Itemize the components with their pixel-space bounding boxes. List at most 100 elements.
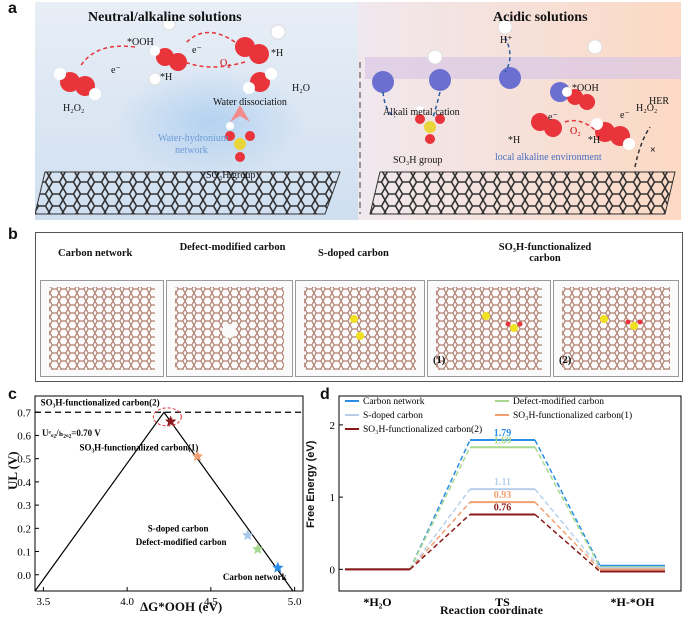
c-point-label: S-doped carbon bbox=[148, 523, 209, 533]
right-o2-label: O₂ bbox=[570, 126, 581, 137]
right-h2o2-molecule bbox=[591, 118, 635, 150]
left-so3h-label: SO₃H group bbox=[206, 170, 256, 181]
d-plot-frame bbox=[338, 395, 682, 592]
d-connector-down bbox=[534, 446, 601, 568]
right-o2-molecule bbox=[531, 113, 562, 137]
left-h2o2-molecule bbox=[54, 68, 101, 100]
d-ts-value: 1.11 bbox=[494, 477, 511, 488]
panel-c-letter: c bbox=[8, 386, 17, 403]
panel-b-letter: b bbox=[8, 226, 18, 243]
c-plot-frame bbox=[34, 395, 304, 592]
d-xtick-label: TS bbox=[495, 595, 510, 609]
c-xtick-label: 3.5 bbox=[37, 596, 51, 608]
c-point-star bbox=[191, 450, 204, 462]
d-ylabel: Free Energy (eV) bbox=[305, 440, 317, 528]
left-arrow-3 bbox=[184, 61, 246, 68]
b-title-defect: Defect-modified carbon bbox=[179, 242, 286, 253]
d-connector-up bbox=[409, 488, 471, 570]
c-point-star bbox=[242, 529, 254, 541]
panel-a-illustration bbox=[35, 2, 681, 220]
b-title-carbon: Carbon network bbox=[58, 248, 133, 259]
left-h2o-label: H₂O bbox=[292, 83, 310, 94]
left-arrow-2 bbox=[184, 31, 236, 45]
d-connector-down bbox=[534, 439, 601, 567]
thumb-so3h-2 bbox=[553, 280, 679, 377]
c-ytick-label: 0.1 bbox=[17, 547, 31, 559]
c-point-label: Carbon network bbox=[223, 572, 287, 582]
d-legend-label: Carbon network bbox=[363, 397, 425, 407]
c-ytick-label: 0.3 bbox=[17, 500, 31, 512]
left-e-label-1: e⁻ bbox=[192, 45, 202, 56]
b-sublabel-2: (2) bbox=[559, 355, 572, 366]
network-label-2: network bbox=[175, 145, 208, 156]
b-title-so3h: SO₃H-functionalized carbon bbox=[498, 242, 592, 264]
d-connector-down bbox=[534, 513, 601, 573]
d-legend-label: Defect-modified carbon bbox=[513, 396, 604, 407]
c-dashed-label: Uᵉₒ₂/ₕ₂ₒ₂=0.70 V bbox=[42, 428, 101, 438]
d-ts-value: 0.93 bbox=[494, 490, 512, 501]
c-point-star bbox=[272, 561, 284, 573]
d-connector-down bbox=[534, 501, 601, 570]
cation-label: Alkali metal cation bbox=[383, 107, 460, 118]
local-env-label: local alkaline environment bbox=[495, 152, 602, 163]
d-connector-up bbox=[409, 439, 471, 570]
left-arrow-1 bbox=[79, 45, 136, 68]
left-h2o2-label: H₂O₂ bbox=[63, 103, 85, 114]
left-h-star-1: *H bbox=[271, 48, 284, 59]
c-ytick-label: 0.7 bbox=[17, 407, 31, 419]
c-ytick-label: 0.0 bbox=[17, 570, 31, 582]
water-network-glow bbox=[115, 67, 305, 177]
d-legend-label: SO₃H-functionalized carbon(1) bbox=[513, 410, 632, 421]
left-e-label-2: e⁻ bbox=[111, 65, 121, 76]
c-point-label: SO₃H-functionalized carbon(2) bbox=[41, 398, 160, 408]
right-so3h-label: SO₃H group bbox=[393, 155, 443, 166]
d-ts-value: 0.76 bbox=[494, 502, 512, 513]
d-connector-up bbox=[409, 513, 471, 570]
c-point-star bbox=[165, 415, 177, 427]
right-h-star-2: *H bbox=[588, 135, 601, 146]
right-proton-arrow bbox=[504, 36, 511, 73]
d-ts-value: 1.69 bbox=[494, 435, 512, 446]
hplus-label: H⁺ bbox=[500, 35, 513, 46]
right-ooh-molecule bbox=[562, 87, 595, 110]
right-h2o2-label: H₂O₂ bbox=[636, 103, 658, 114]
left-ooh-molecule bbox=[150, 46, 187, 71]
d-connector-down bbox=[534, 488, 601, 569]
d-xlabel: Reaction coordinate bbox=[440, 603, 543, 617]
d-ts-value: 1.79 bbox=[494, 428, 512, 439]
panel-a-svg bbox=[35, 2, 681, 220]
c-ylabel: UL (V) bbox=[5, 451, 20, 490]
left-o2-label: O₂ bbox=[220, 58, 231, 69]
water-dissociation-label: Water dissociation bbox=[213, 97, 287, 108]
d-connector-up bbox=[409, 501, 471, 570]
right-ooh-label: *OOH bbox=[572, 83, 599, 94]
d-xtick-label: *H-*OH bbox=[611, 595, 656, 609]
c-xtick-label: 5.0 bbox=[288, 596, 302, 608]
c-point-label: SO₃H-functionalized carbon(1) bbox=[79, 442, 198, 452]
network-label-1: Water-hydronium bbox=[158, 133, 229, 144]
right-h-star-1: *H bbox=[508, 135, 521, 146]
d-connector-up bbox=[409, 446, 471, 570]
thumb-defect-modified bbox=[166, 280, 293, 377]
c-ytick-label: 0.5 bbox=[17, 454, 31, 466]
right-arrow-3 bbox=[564, 119, 596, 131]
c-xtick-label: 4.5 bbox=[204, 596, 218, 608]
right-arrow-1 bbox=[382, 91, 396, 118]
right-cations bbox=[372, 67, 570, 102]
right-so3h-group bbox=[415, 106, 445, 144]
c-ytick-label: 0.4 bbox=[17, 477, 31, 489]
c-xlabel: ΔG*OOH (eV) bbox=[140, 599, 223, 614]
d-xtick-label: *H₂O bbox=[363, 595, 391, 609]
panel-b-frame bbox=[35, 232, 683, 382]
c-point-star bbox=[252, 543, 264, 555]
c-ytick-label: 0.2 bbox=[17, 523, 31, 535]
d-legend-label: S-doped carbon bbox=[363, 411, 423, 421]
right-carbon-sheet bbox=[369, 171, 676, 215]
her-label: HER bbox=[649, 96, 669, 107]
left-ooh-label: *OOH bbox=[127, 37, 154, 48]
right-title: Acidic solutions bbox=[493, 10, 588, 25]
